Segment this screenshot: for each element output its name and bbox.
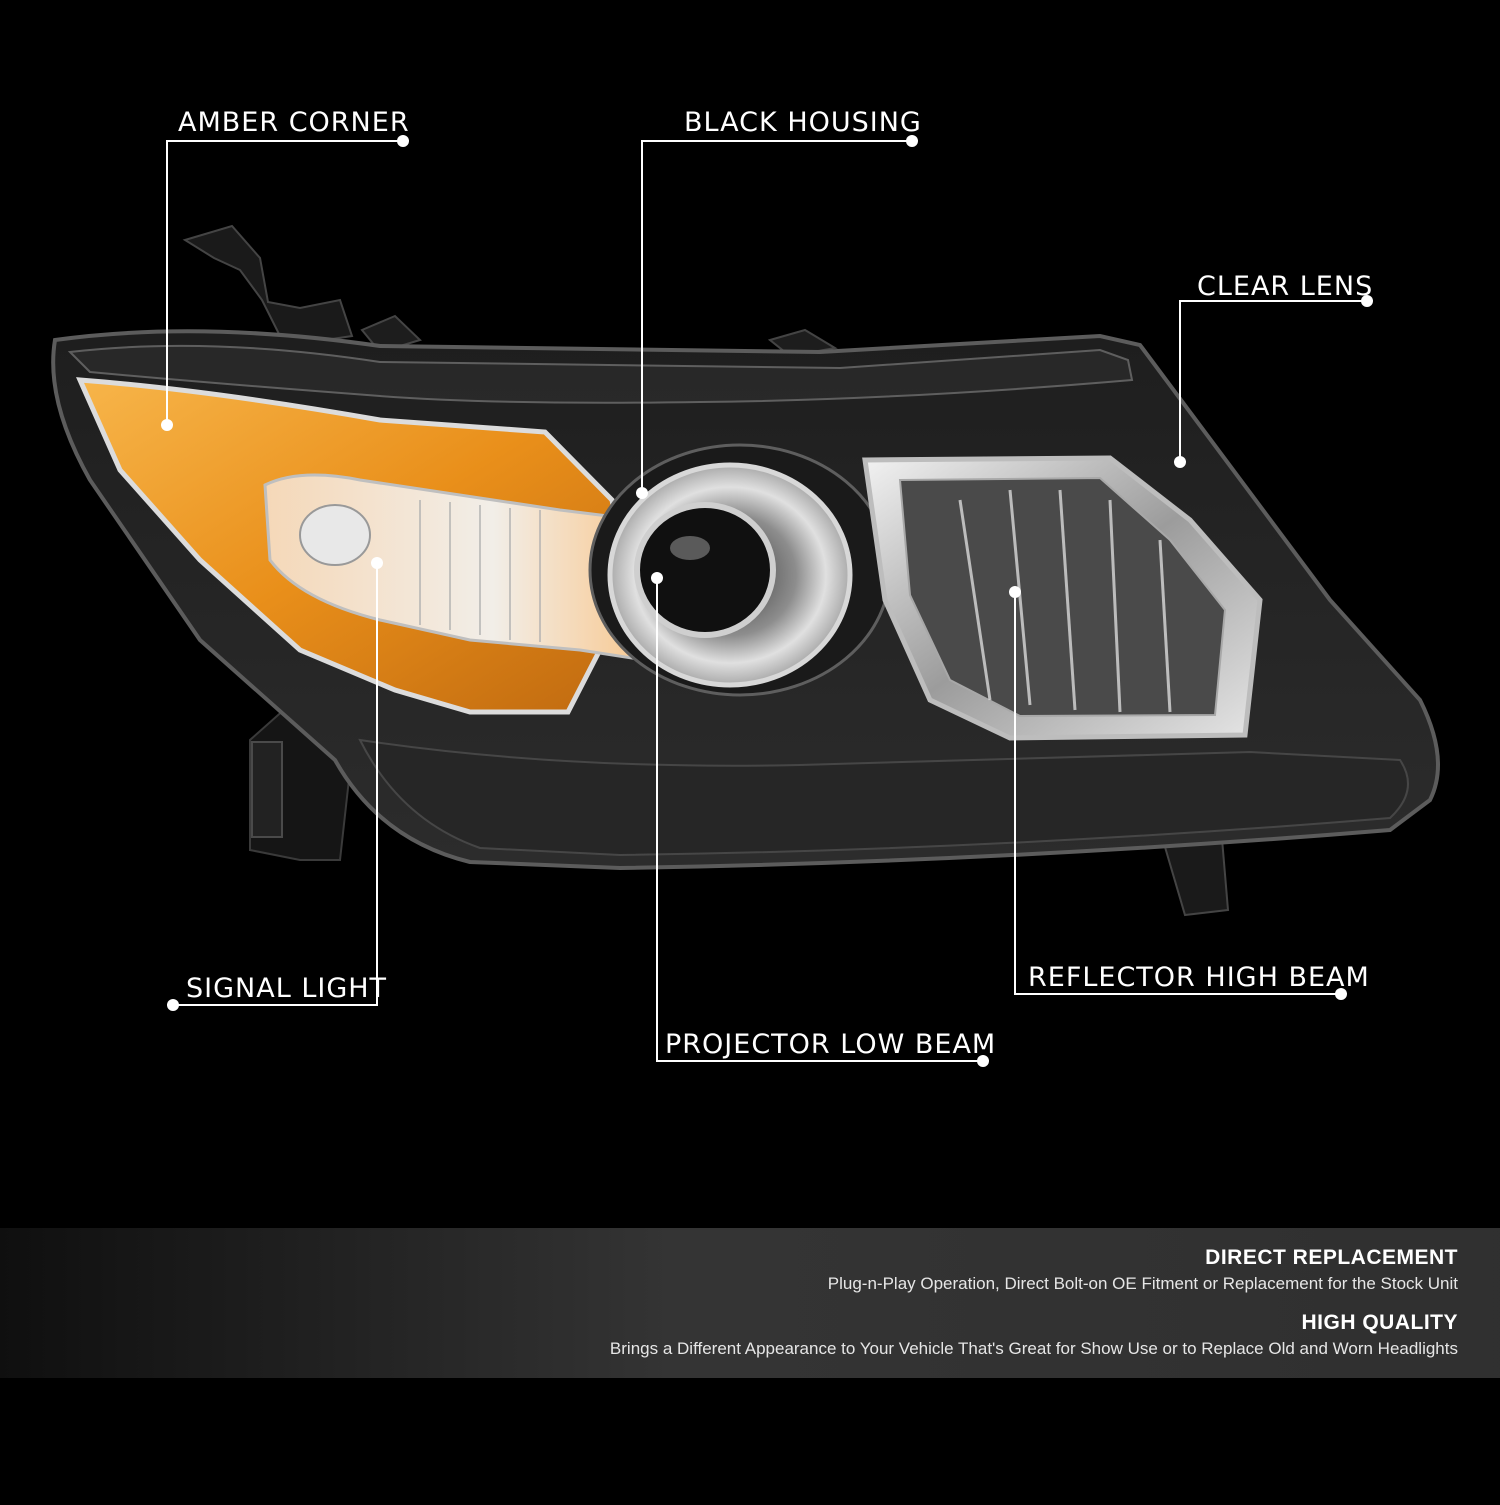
feature-title: DIRECT REPLACEMENT — [1205, 1246, 1458, 1269]
feature-title: HIGH QUALITY — [1301, 1311, 1458, 1334]
callout-black-housing: BLACK HOUSING — [684, 107, 922, 138]
projector-lens — [588, 443, 892, 697]
callout-dots — [161, 135, 1373, 1067]
feature-description: Brings a Different Appearance to Your Ve… — [609, 1339, 1458, 1358]
feature-direct-replacement: DIRECT REPLACEMENT Plug-n-Play Operation… — [828, 1246, 1458, 1294]
reflector-high-beam — [862, 455, 1263, 741]
callout-signal-light: SIGNAL LIGHT — [186, 973, 388, 1004]
callout-clear-lens: CLEAR LENS — [1197, 271, 1374, 302]
callout-reflector-high-beam: REFLECTOR HIGH BEAM — [1028, 962, 1370, 993]
feature-description: Plug-n-Play Operation, Direct Bolt-on OE… — [827, 1274, 1458, 1293]
callout-projector-low-beam: PROJECTOR LOW BEAM — [665, 1029, 997, 1060]
feature-banner — [0, 1228, 1500, 1378]
callout-lines — [166, 140, 1367, 1062]
feature-high-quality: HIGH QUALITY Brings a Different Appearan… — [610, 1311, 1458, 1359]
callout-amber-corner: AMBER CORNER — [178, 107, 410, 138]
